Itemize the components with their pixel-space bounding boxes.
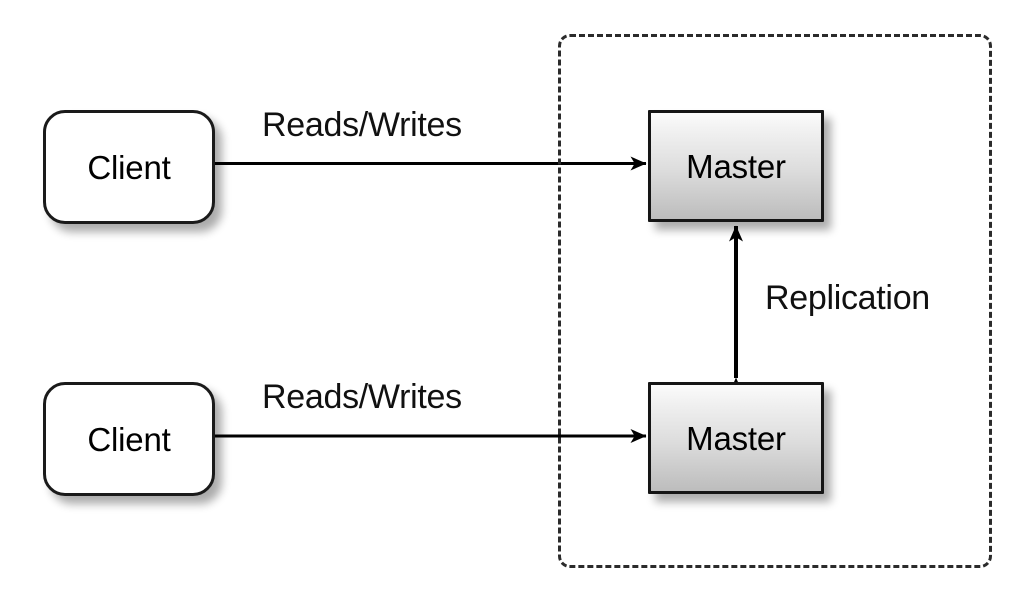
edge-label-replication: Replication [765, 279, 930, 317]
node-master-bottom[interactable]: Master [648, 382, 824, 494]
node-label: Master [686, 147, 786, 185]
node-master-top[interactable]: Master [648, 110, 824, 222]
node-label: Client [87, 420, 171, 458]
node-label: Client [87, 148, 171, 186]
edge-label-reads-writes-bottom: Reads/Writes [262, 378, 462, 416]
node-client-bottom[interactable]: Client [43, 382, 215, 496]
node-client-top[interactable]: Client [43, 110, 215, 224]
node-label: Master [686, 419, 786, 457]
edge-label-reads-writes-top: Reads/Writes [262, 106, 462, 144]
